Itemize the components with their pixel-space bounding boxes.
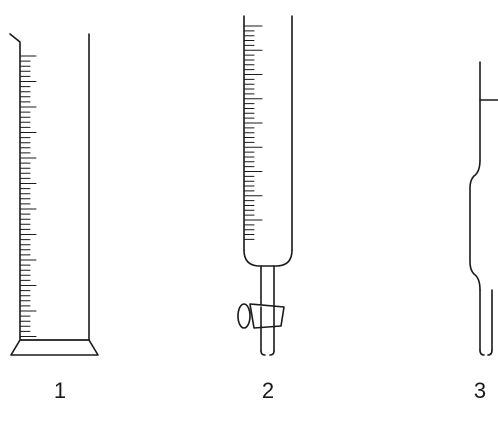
label-item-1: 1 (53, 378, 67, 403)
burette-bottom-curve (243, 249, 293, 267)
label-item-2: 2 (261, 378, 275, 403)
pipette-bulb (469, 159, 481, 291)
volumetric-pipette (469, 61, 498, 356)
burette (237, 15, 293, 356)
cylinder-graduation-marks (19, 55, 37, 337)
burette-graduation-marks (243, 25, 263, 240)
label-item-3: 3 (473, 378, 487, 403)
cylinder-foot (10, 339, 99, 356)
pipette-tip (479, 349, 493, 356)
cylinder-lip (9, 33, 21, 341)
stopcock-plug (249, 303, 285, 329)
graduated-cylinder (9, 33, 99, 356)
burette-tip-end (260, 350, 275, 356)
stopcock-handle (237, 303, 251, 329)
